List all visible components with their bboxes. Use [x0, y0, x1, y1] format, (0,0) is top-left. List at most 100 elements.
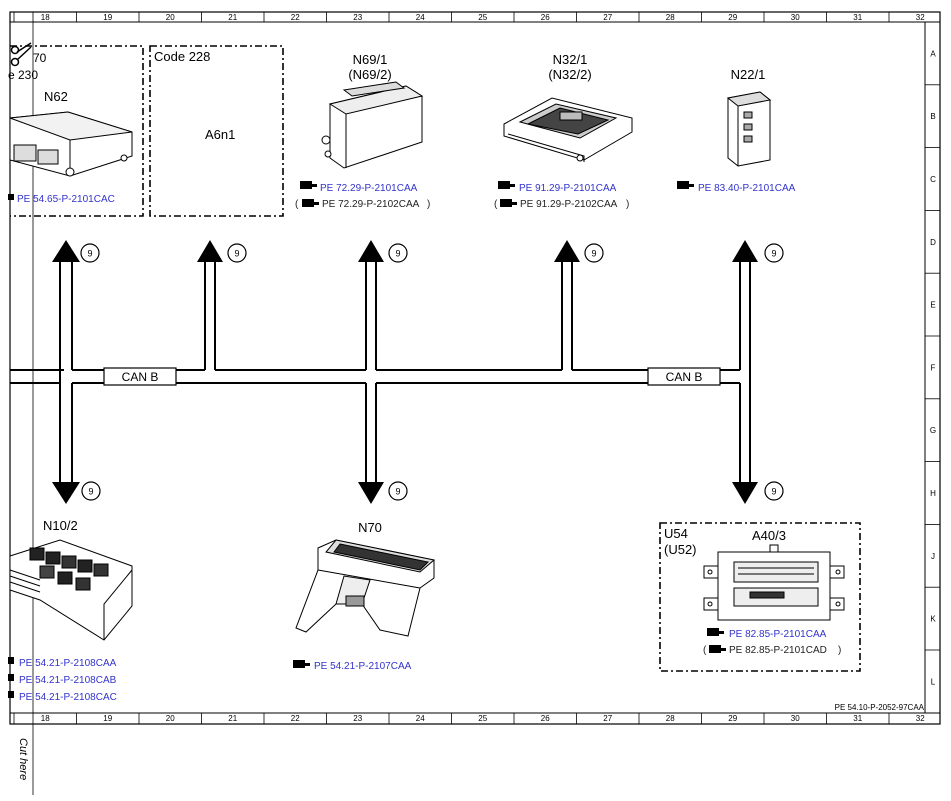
n69-label: N69/1: [353, 52, 388, 67]
n69-ref-alt[interactable]: PE 72.29-P-2102CAA: [322, 199, 420, 210]
ruler-column-label: 19: [103, 714, 112, 723]
ruler-column-label: 26: [541, 714, 550, 723]
u54-ref[interactable]: PE 82.85-P-2101CAA: [729, 629, 827, 640]
n10-ref-1[interactable]: PE 54.21-P-2108CAA: [19, 658, 117, 669]
ruler-column-label: 27: [603, 13, 612, 22]
n70-ref[interactable]: PE 54.21-P-2107CAA: [314, 661, 412, 672]
a6n1-label: A6n1: [205, 127, 235, 142]
ruler-column-label: 31: [853, 13, 862, 22]
paren: (: [295, 199, 299, 210]
u54-box: [659, 522, 861, 672]
ref-icon: [8, 674, 14, 681]
node-number: 9: [771, 249, 776, 259]
can-b-label-box: [647, 367, 721, 386]
ruler-column-label: 22: [291, 714, 300, 723]
ruler-column-label: 22: [291, 13, 300, 22]
ruler-column-label: 30: [791, 714, 800, 723]
ruler-column-label: 32: [916, 714, 925, 723]
n32-label: N32/1: [553, 52, 588, 67]
n22-label: N22/1: [731, 67, 766, 82]
node-circle: [388, 243, 408, 263]
can-b-label-left: CAN B: [122, 370, 159, 384]
u54-ref-alt[interactable]: PE 82.85-P-2101CAD: [729, 645, 827, 656]
ruler-column-label: 29: [728, 13, 737, 22]
n22-ref[interactable]: PE 83.40-P-2101CAA: [698, 183, 796, 194]
u54-label: U54: [664, 526, 688, 541]
n70-device: [295, 539, 436, 637]
ruler-column-label: 23: [353, 13, 362, 22]
ref-icon: [709, 645, 726, 653]
diagram-frame: [9, 11, 941, 725]
node-number: 9: [395, 487, 400, 497]
a40-device: [703, 544, 845, 621]
node-number: 9: [771, 487, 776, 497]
ruler-column-label: 18: [41, 13, 50, 22]
scissors-icon: [10, 42, 32, 67]
node-circle: [388, 481, 408, 501]
n22-device: [726, 91, 772, 167]
n10-label: N10/2: [43, 518, 78, 533]
ruler-row-label: F: [931, 363, 936, 372]
ruler-column-label: 29: [728, 714, 737, 723]
ruler-column-label: 27: [603, 714, 612, 723]
ruler-column-label: 25: [478, 13, 487, 22]
n62-box: [10, 45, 144, 217]
n32-ref-alt[interactable]: PE 91.29-P-2102CAA: [520, 199, 618, 210]
ruler-row-label: C: [930, 175, 936, 184]
n10-ref-3[interactable]: PE 54.21-P-2108CAC: [19, 692, 117, 703]
arrow-up-icon: [52, 240, 758, 262]
ruler-column-label: 28: [666, 714, 675, 723]
node-circle: [764, 481, 784, 501]
n69-ref[interactable]: PE 72.29-P-2101CAA: [320, 183, 418, 194]
can-b-label-box: [103, 367, 177, 386]
ref-icon: [8, 691, 14, 698]
node-circle: [584, 243, 604, 263]
ruler-row-label: H: [930, 489, 936, 498]
n32-ref[interactable]: PE 91.29-P-2101CAA: [519, 183, 617, 194]
ref-icon: [8, 657, 14, 664]
a40-label: A40/3: [752, 528, 786, 543]
n70-label: N70: [358, 520, 382, 535]
ref-icon: [293, 660, 310, 668]
ruler-column-label: 32: [916, 13, 925, 22]
ruler-row-label: K: [930, 615, 936, 624]
ref-icon: [8, 194, 14, 200]
ruler-column-label: 28: [666, 13, 675, 22]
n32-alt: (N32/2): [548, 67, 591, 82]
ruler-row-label: B: [930, 112, 935, 121]
ruler-row-label: A: [930, 49, 936, 58]
n10-ref-2[interactable]: PE 54.21-P-2108CAB: [19, 675, 117, 686]
node-circle: [227, 243, 247, 263]
cut-here-label: Cut here: [17, 738, 29, 780]
can-bus: [10, 260, 751, 483]
n62-code-partial-2: e 230: [8, 68, 38, 82]
a6n1-box: [149, 45, 284, 217]
node-circle: [80, 243, 100, 263]
ref-icon: [707, 628, 724, 636]
ruler-row-label: G: [930, 426, 936, 435]
paren: ): [427, 199, 430, 210]
node-circle: [764, 243, 784, 263]
paren: ): [838, 645, 841, 656]
ruler-column-label: 25: [478, 714, 487, 723]
n62-code-partial: 70: [33, 51, 47, 65]
n32-device: [503, 97, 633, 162]
ruler-row-label: E: [930, 301, 935, 310]
arrow-down-icon: [52, 482, 758, 504]
ruler-column-label: 24: [416, 13, 425, 22]
n62-label: N62: [44, 89, 68, 104]
document-id: PE 54.10-P-2052-97CAA: [835, 703, 925, 712]
paren: (: [494, 199, 498, 210]
ruler-column-label: 19: [103, 13, 112, 22]
n69-device: [321, 81, 424, 169]
node-number: 9: [88, 487, 93, 497]
ruler-column-label: 21: [228, 13, 237, 22]
ruler-row-label: D: [930, 238, 936, 247]
node-circle: [81, 481, 101, 501]
ref-icon: [677, 181, 694, 189]
n62-ref[interactable]: PE 54.65-P-2101CAC: [17, 194, 115, 205]
ruler-column-label: 18: [41, 714, 50, 723]
node-number: 9: [234, 249, 239, 259]
